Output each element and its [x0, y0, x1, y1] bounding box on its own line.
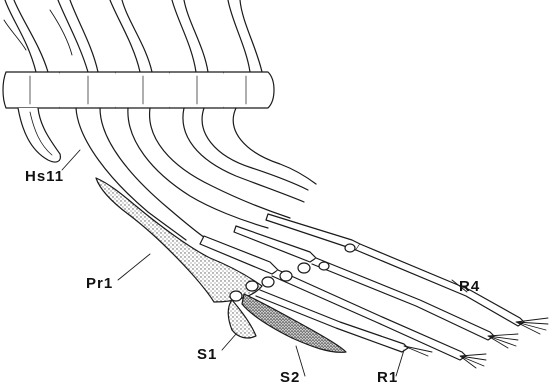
label-hs11: Hs11: [25, 168, 64, 185]
label-r4: R4: [459, 278, 480, 295]
vertebral-centra: [3, 72, 274, 108]
label-s1: S1: [197, 346, 217, 363]
propterygium-pr1: [96, 178, 262, 302]
neural-spines: [4, 0, 262, 72]
label-s2: S2: [280, 369, 300, 386]
label-r1: R1: [377, 369, 398, 386]
label-pr1: Pr1: [86, 275, 113, 292]
haemal-spine-hs11: [18, 108, 60, 162]
